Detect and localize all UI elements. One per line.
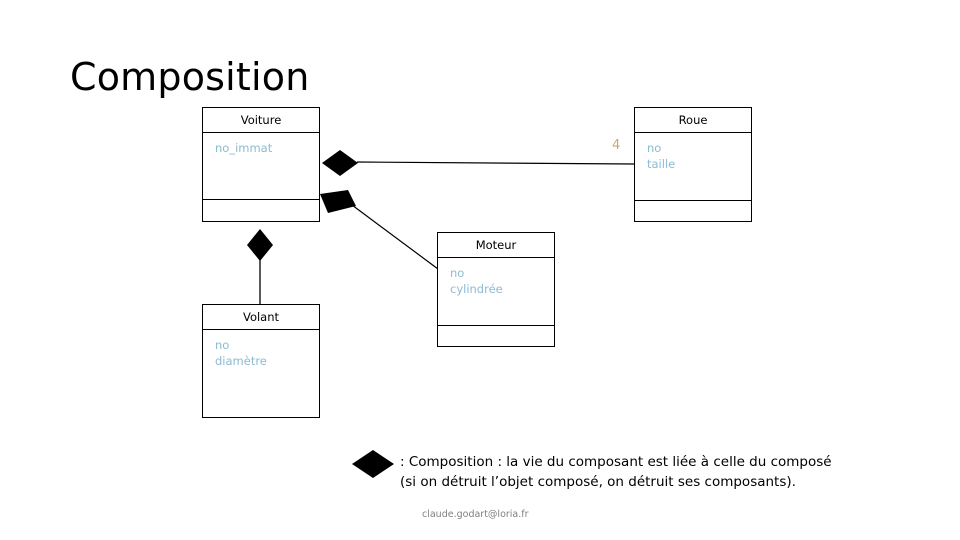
legend-line-1: : Composition : la vie du composant est … — [400, 454, 832, 470]
uml-class-volant-attributes: no diamètre — [203, 330, 319, 417]
uml-class-voiture-operations — [203, 200, 319, 221]
legend-line-2: (si on détruit l’objet composé, on détru… — [400, 474, 796, 490]
uml-class-moteur[interactable]: Moteur no cylindrée — [437, 232, 555, 347]
attribute-item: no_immat — [215, 141, 273, 155]
footer-email: claude.godart@loria.fr — [422, 509, 529, 520]
composition-diamond-voiture-moteur — [320, 190, 356, 213]
attribute-item: taille — [647, 157, 676, 171]
composition-diamond-voiture-volant — [247, 229, 273, 261]
uml-class-moteur-attributes: no cylindrée — [438, 258, 554, 326]
uml-class-moteur-operations — [438, 326, 554, 346]
attribute-item: no — [647, 141, 662, 155]
uml-class-voiture[interactable]: Voiture no_immat — [202, 107, 320, 222]
uml-class-roue-name: Roue — [635, 108, 751, 133]
legend-composition-diamond-icon — [352, 450, 394, 478]
attribute-item: no — [450, 266, 465, 280]
uml-class-roue-attributes: no taille — [635, 133, 751, 201]
uml-class-moteur-name: Moteur — [438, 233, 554, 258]
page-title: Composition — [70, 55, 310, 99]
uml-class-voiture-attributes: no_immat — [203, 133, 319, 200]
uml-class-voiture-name: Voiture — [203, 108, 319, 133]
uml-class-volant[interactable]: Volant no diamètre — [202, 304, 320, 418]
uml-class-roue[interactable]: Roue no taille — [634, 107, 752, 222]
uml-class-volant-name: Volant — [203, 305, 319, 330]
multiplicity-label-roue: 4 — [612, 138, 621, 153]
uml-class-roue-operations — [635, 201, 751, 221]
attribute-item: diamètre — [215, 354, 267, 368]
attribute-item: no — [215, 338, 230, 352]
legend-text: : Composition : la vie du composant est … — [400, 452, 900, 492]
attribute-item: cylindrée — [450, 282, 503, 296]
association-line-voiture-moteur — [351, 204, 439, 270]
composition-diamond-voiture-roue — [322, 150, 358, 176]
association-line-voiture-roue — [356, 161, 635, 165]
